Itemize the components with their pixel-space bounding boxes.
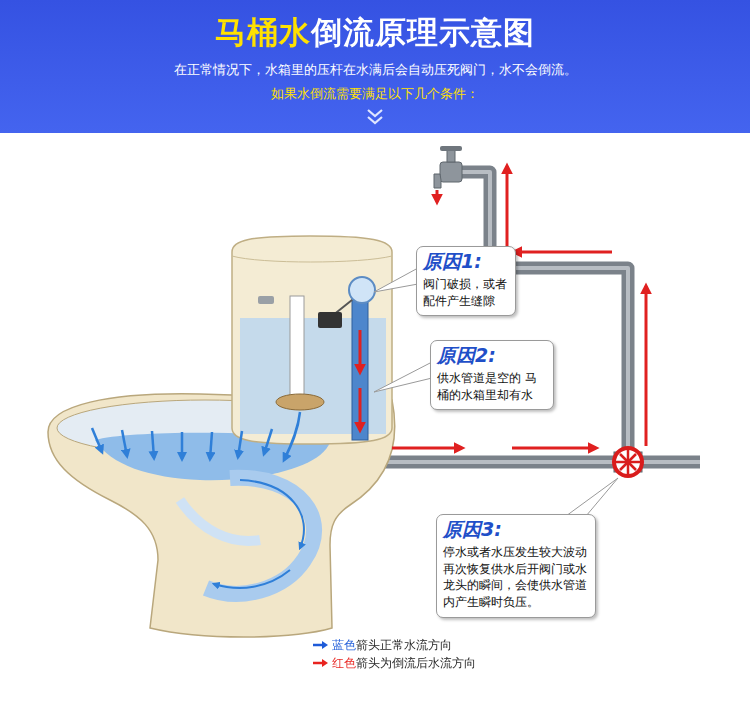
subtitle: 在正常情况下，水箱里的压杆在水满后会自动压死阀门，水不会倒流。 [0,62,750,79]
chevron-icon [368,110,382,123]
reason-heading: 原因2: [437,345,547,367]
legend-text: 红色箭头为倒流后水流方向 [332,655,476,672]
reason-callout: 原因2: 供水管道是空的 马桶的水箱里却有水 [430,340,554,410]
reason-heading: 原因1: [423,251,509,273]
faucet [434,146,462,188]
supply-pipes [372,172,700,462]
reason-callout: 原因3: 停水或者水压发生较大波动 再次恢复供水后开阀门或水 龙头的瞬间，会使供水… [436,514,596,618]
legend-swatch [312,640,328,650]
normal-flow-arrows [92,412,300,460]
reason-heading: 原因3: [443,519,589,541]
reason-text: 阀门破损，或者 配件产生缝隙 [423,276,509,310]
legend-swatch [312,658,328,668]
backflow-arrows [360,166,646,448]
legend-row: 红色箭头为倒流后水流方向 [312,654,476,672]
toilet [48,236,395,637]
reason-text: 供水管道是空的 马桶的水箱里却有水 [437,370,547,404]
reason-text: 停水或者水压发生较大波动 再次恢复供水后开阀门或水 龙头的瞬间，会使供水管道 内… [443,544,589,611]
legend: 蓝色箭头正常水流方向红色箭头为倒流后水流方向 [312,636,476,672]
title: 马桶水倒流原理示意图 [215,14,535,51]
reason-callout: 原因1: 阀门破损，或者 配件产生缝隙 [416,246,516,316]
legend-row: 蓝色箭头正常水流方向 [312,636,476,654]
stop-valve [614,448,642,476]
legend-text: 蓝色箭头正常水流方向 [332,637,452,654]
subtitle: 如果水倒流需要满足以下几个条件： [0,86,750,103]
